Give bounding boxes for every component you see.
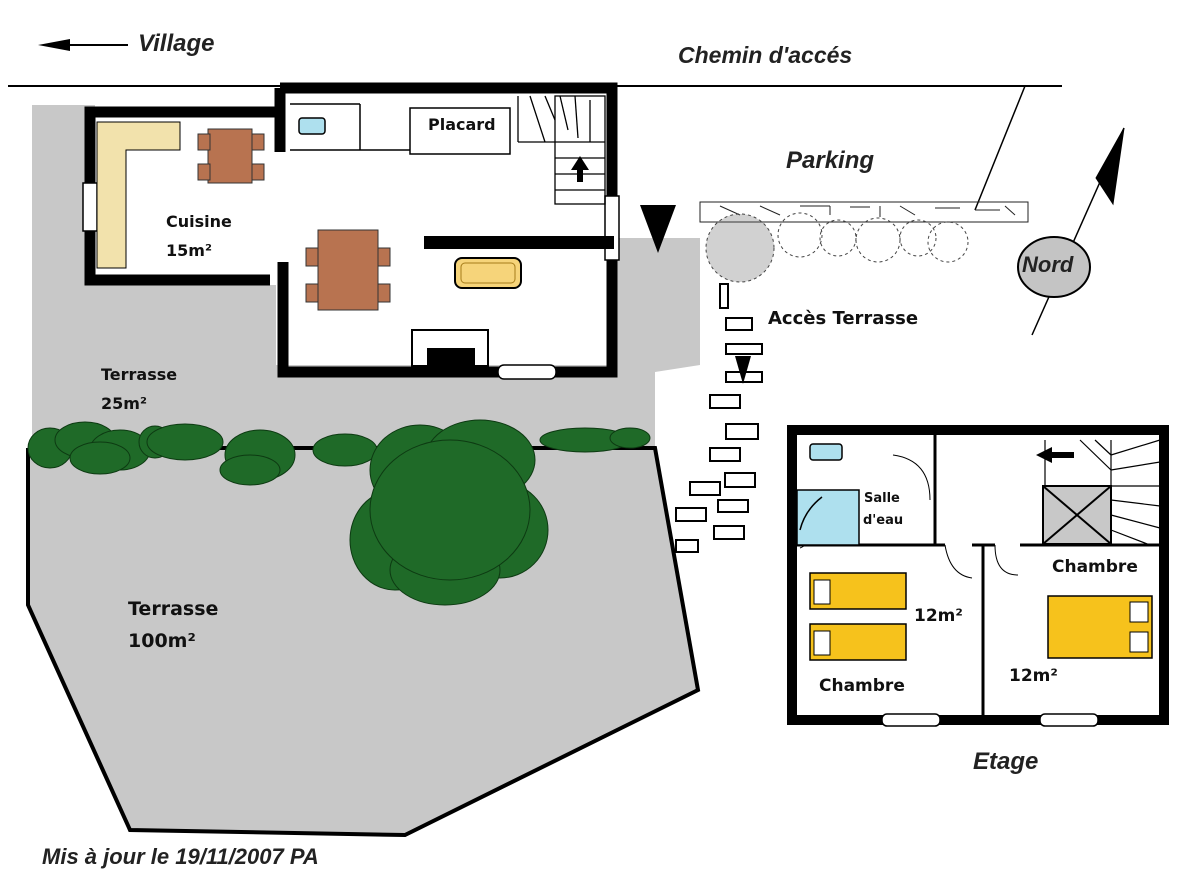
bed-right [1047, 595, 1153, 659]
placard-label: Placard [428, 115, 496, 134]
lower-terrace-border [26, 446, 701, 838]
bed-left-bottom [809, 623, 907, 661]
chambre-right-label: Chambre [1052, 557, 1138, 577]
village-arrow-icon [38, 39, 128, 51]
ground-floor-stairs [517, 95, 606, 205]
upper-floor-windows [881, 713, 1099, 727]
north-arrow-icon [1017, 127, 1125, 336]
parking-label: Parking [786, 147, 875, 174]
entrance-marker-icon [640, 205, 676, 253]
parking-boundary-line [974, 85, 1026, 211]
footer-update-label: Mis à jour le 19/11/2007 PA [42, 844, 319, 869]
etage-label: Etage [973, 748, 1039, 775]
stair-void [1042, 485, 1112, 545]
interior-walls [290, 103, 614, 249]
terrace-areas [28, 105, 700, 835]
large-table [305, 229, 391, 311]
chambre-right-area-label: 12m² [1009, 666, 1058, 686]
bed-left-top [809, 572, 907, 610]
cuisine-label: Cuisine [166, 212, 232, 231]
chemin-label: Chemin d'accés [678, 42, 853, 68]
acces-terrasse-label: Accès Terrasse [768, 308, 919, 329]
nord-ellipse [1017, 236, 1091, 298]
salle-label: Salle [864, 491, 900, 506]
sofa [454, 257, 522, 289]
acces-down-arrow-icon [735, 356, 751, 384]
nord-label: Nord [1022, 252, 1074, 277]
parking-fence [699, 201, 1029, 223]
chambre-left-label: Chambre [819, 676, 905, 696]
village-label: Village [138, 30, 215, 57]
kitchen-counter [96, 121, 181, 269]
upper-stairs-arrow-icon [1036, 447, 1074, 463]
upper-terrace-area [32, 105, 700, 448]
terrasse-big-label: Terrasse [128, 598, 219, 620]
ground-floor-walls [84, 82, 618, 378]
chambre-left-area-label: 12m² [914, 606, 963, 626]
sofa-cushion [460, 262, 516, 284]
small-table [197, 128, 265, 184]
terrasse-small-area-label: 25m² [101, 394, 147, 413]
terrasse-small-label: Terrasse [101, 365, 178, 384]
bathroom-sink-icon [809, 443, 843, 461]
terrasse-big-area-label: 100m² [128, 630, 196, 652]
fireplace [411, 329, 489, 367]
toilet-sink-icon [298, 117, 326, 135]
shower [796, 489, 860, 546]
hedge-and-tree [27, 419, 651, 606]
cuisine-area-label: 15m² [166, 241, 212, 260]
stepping-stones [675, 283, 763, 553]
deau-label: d'eau [863, 513, 904, 528]
upper-stairs [1044, 439, 1161, 546]
parking-bushes [705, 212, 969, 283]
stairs-up-arrow-icon [571, 156, 589, 182]
